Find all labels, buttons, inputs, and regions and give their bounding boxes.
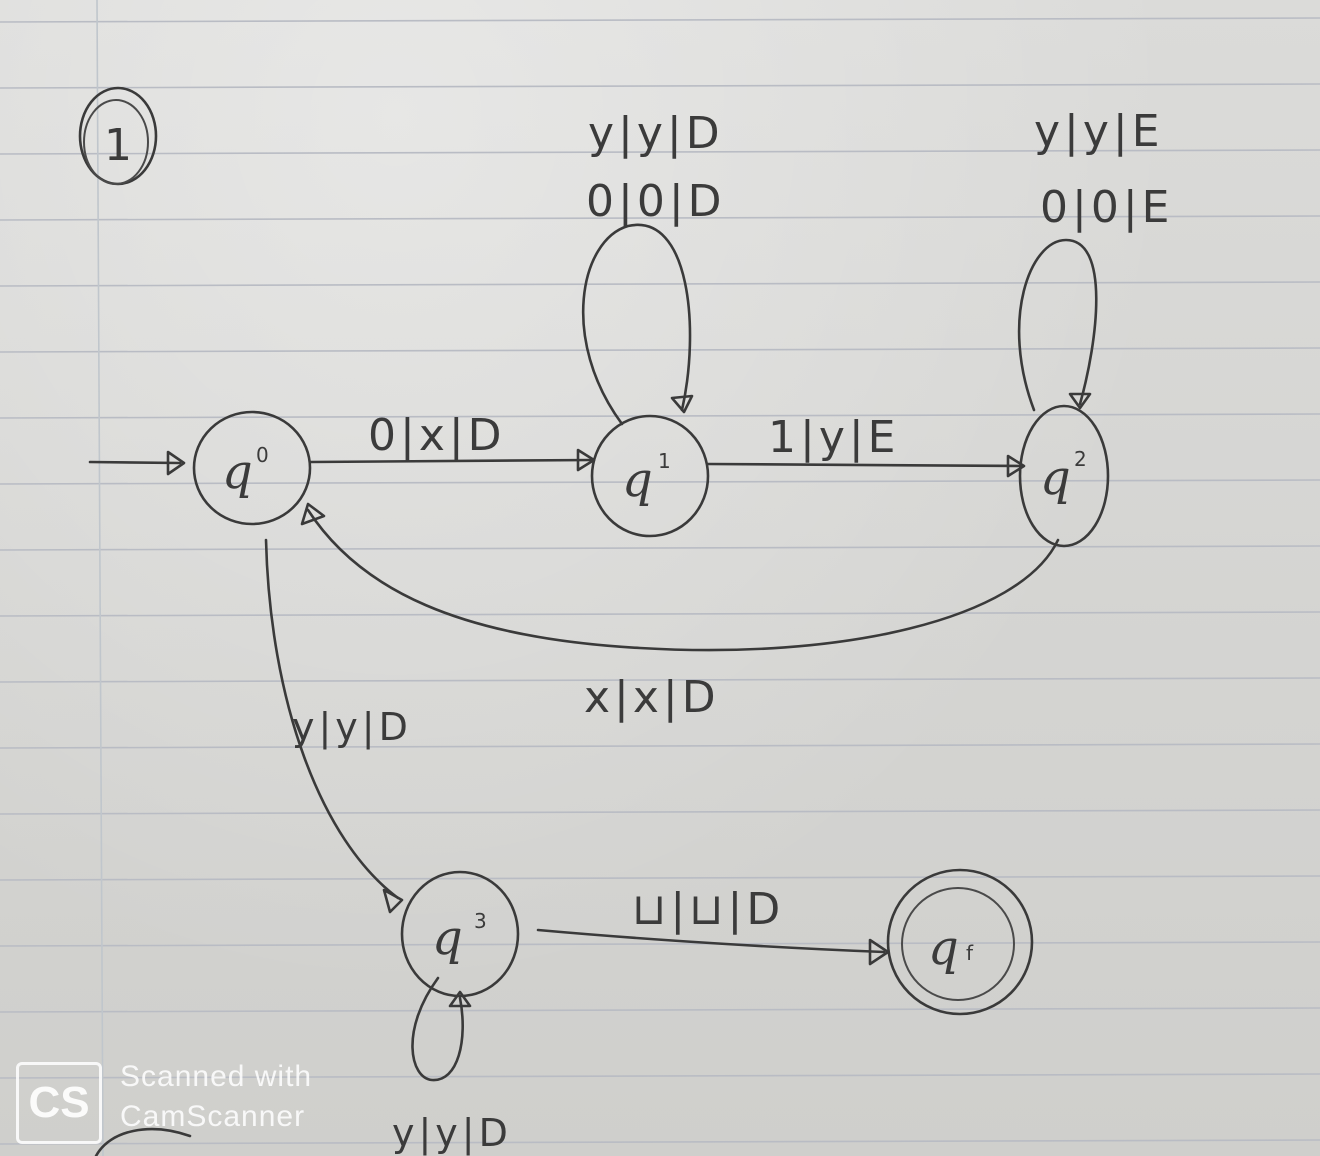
state-q0: q 0 (192, 410, 312, 526)
edge-q2-q0-label: x|x|D (584, 672, 720, 723)
camscanner-logo: CS (16, 1062, 102, 1144)
state-q1-sub: 1 (658, 449, 671, 473)
start-arrow (88, 450, 186, 476)
loop-q3-label: y|y|D (392, 1111, 512, 1156)
loop-q1: y|y|D 0|0|D (582, 108, 726, 426)
edge-q3-qf: ⊔|⊔|D (536, 884, 890, 966)
page-number-mark: 1 (78, 86, 158, 186)
edge-q3-qf-label: ⊔|⊔|D (632, 884, 784, 935)
loop-q1-top-label: y|y|D (588, 108, 724, 159)
camscanner-watermark: CS Scanned with CamScanner (16, 1058, 356, 1148)
edge-q1-q2-label: 1|y|E (768, 412, 899, 463)
state-q0-sub: 0 (256, 443, 269, 467)
state-qf-label: q (928, 920, 959, 976)
edge-q0-q1-label: 0|x|D (368, 410, 506, 461)
state-q3-label: q (432, 910, 463, 966)
state-q0-label: q (222, 444, 253, 500)
state-q1-label: q (622, 452, 653, 508)
partial-circle-mark (94, 1127, 192, 1156)
state-q1: q 1 (590, 414, 710, 538)
edge-q0-q3: y|y|D (264, 538, 412, 914)
edge-q0-q1: 0|x|D (308, 410, 596, 472)
state-q2-sub: 2 (1074, 447, 1087, 471)
loop-q2: y|y|E 0|0|E (1017, 106, 1173, 412)
watermark-line-1: Scanned with (120, 1060, 313, 1093)
state-q2: q 2 (1018, 404, 1110, 548)
state-qf-sub: f (966, 941, 974, 965)
loop-q1-bottom-label: 0|0|D (586, 176, 726, 227)
edge-q0-q3-label: y|y|D (292, 705, 412, 750)
watermark-line-2: CamScanner (120, 1100, 306, 1133)
state-q2-label: q (1040, 450, 1071, 506)
edge-q2-q0: x|x|D (300, 502, 1060, 723)
loop-q2-bottom-label: 0|0|E (1040, 182, 1173, 233)
loop-q2-top-label: y|y|E (1034, 106, 1164, 157)
loop-q3: y|y|D (392, 976, 512, 1156)
state-qf: q f (886, 868, 1034, 1016)
state-q3-sub: 3 (474, 909, 487, 933)
edge-q1-q2: 1|y|E (706, 412, 1026, 478)
state-q3: q 3 (400, 870, 520, 998)
page-number: 1 (104, 120, 136, 171)
